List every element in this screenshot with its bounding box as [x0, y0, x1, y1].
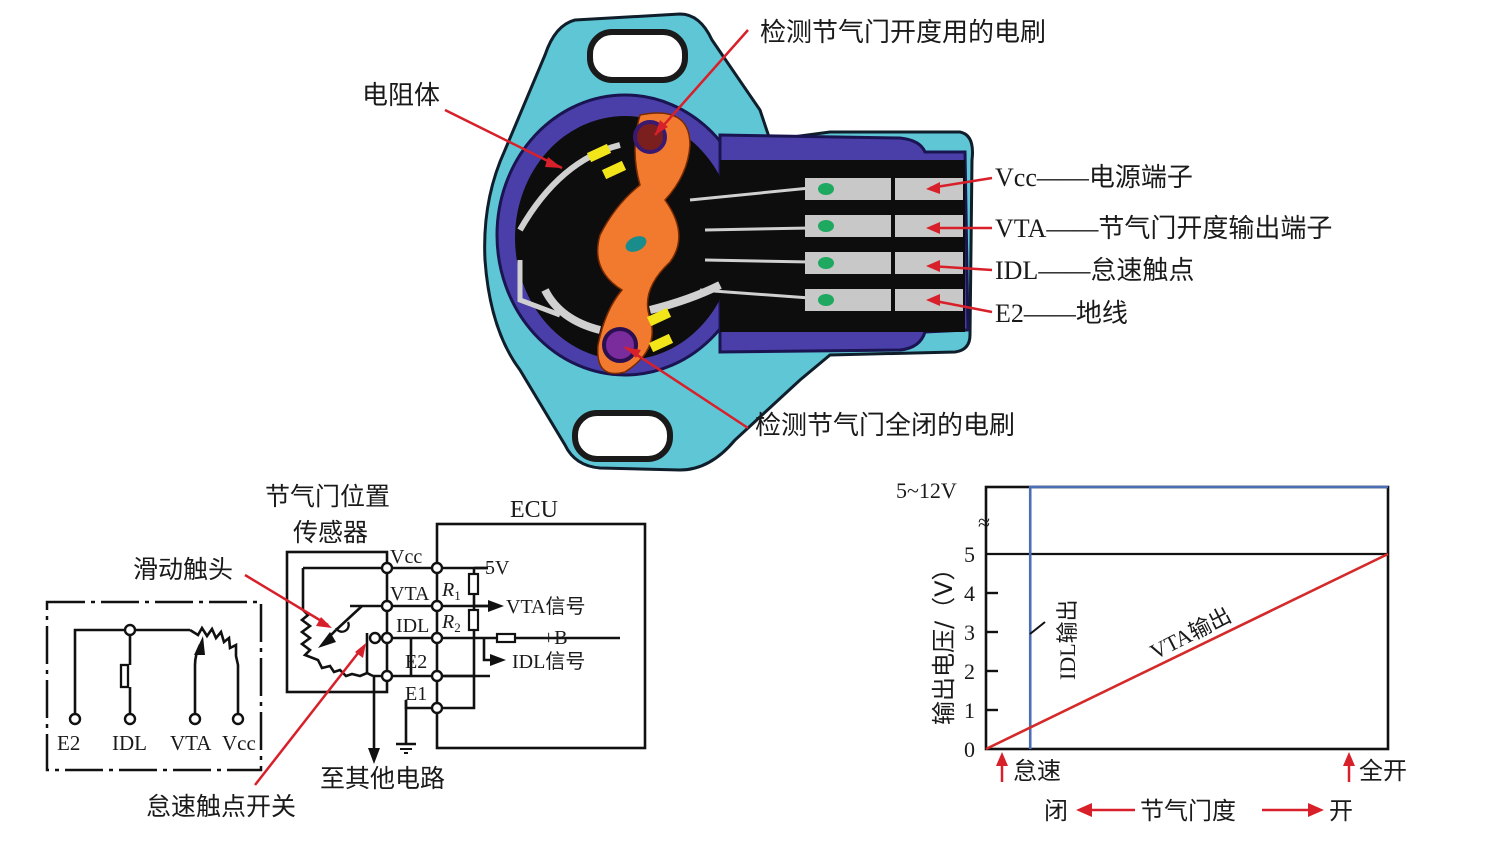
- y-tick-label: 4: [964, 581, 975, 606]
- simple-pin-label-vcc: Vcc: [222, 731, 256, 755]
- mount-hole-top: [587, 29, 688, 83]
- y-break-label: 5~12V: [896, 478, 957, 503]
- resistor-plus-b: [495, 632, 517, 644]
- sensor-resistor: [299, 568, 374, 678]
- marker-full-open-label: 全开: [1359, 757, 1407, 785]
- rotor-center: [625, 236, 647, 252]
- resistor-r1: [467, 572, 480, 596]
- idl-signal-label: IDL信号: [512, 650, 585, 673]
- sensor-title-line1: 节气门位置: [265, 482, 390, 511]
- pin-label-idl: IDL: [396, 615, 429, 637]
- slider-label: 滑动触头: [133, 555, 233, 584]
- plot-frame: [984, 485, 1390, 751]
- sensor-box: [285, 550, 389, 694]
- potentiometer-track: [189, 625, 240, 715]
- terminal-label-e2: E2——地线: [995, 299, 1128, 329]
- series-vta-line: [985, 552, 1389, 751]
- y-tick-label: 0: [964, 737, 975, 762]
- left-arrow-icon: [1076, 803, 1092, 817]
- callout-closed-brush: 检测节气门全闭的电刷: [755, 411, 1015, 441]
- marker-idle-label: 怠速: [1013, 757, 1061, 785]
- callout-resistor-body: 电阻体: [362, 81, 440, 111]
- y-tick-label: 2: [964, 659, 975, 684]
- r1-label: R1: [441, 579, 461, 603]
- simple-pin-label-vta: VTA: [170, 731, 212, 755]
- slider-arrow-icon: [318, 632, 336, 648]
- y-axis-label: 输出电压/（V）: [930, 556, 958, 725]
- pin-label-vta: VTA: [390, 583, 430, 605]
- pin-label-vcc: Vcc: [390, 546, 422, 568]
- closed-brush: [602, 327, 638, 363]
- full-open-marker-arrow-icon: [1343, 752, 1355, 766]
- vta-signal-label: VTA信号: [506, 595, 586, 618]
- plus-b-label: +B: [543, 627, 568, 649]
- pin-vta: [188, 712, 202, 726]
- pin-label-e1: E1: [405, 683, 427, 705]
- x-left-label: 闭: [1044, 797, 1068, 825]
- down-arrow-icon: [368, 748, 380, 764]
- supply-5v-label: 5V: [485, 557, 510, 579]
- x-axis-label: 节气门度: [1140, 797, 1236, 825]
- simple-schematic: E2 IDL VTA Vcc: [45, 600, 263, 772]
- pin-vcc: [231, 712, 245, 726]
- idle-marker-arrow-icon: [996, 752, 1008, 766]
- ecu-box: [435, 522, 647, 750]
- idle-switch-callout-arrow-icon: [355, 643, 366, 658]
- y-tick-label: 1: [964, 698, 975, 723]
- terminal-pads: [805, 170, 963, 320]
- terminal-label-idl: IDL——怠速触点: [995, 256, 1194, 286]
- ecu-label: ECU: [510, 497, 558, 523]
- y-tick-label: 3: [964, 620, 975, 645]
- annotation-idl: IDL输出: [1055, 599, 1080, 680]
- simple-pin-label-idl: IDL: [112, 731, 147, 755]
- y-ticks: 0 1 2 3 4 5: [964, 542, 998, 762]
- pin-e2: [68, 712, 82, 726]
- terminal-label-vta: VTA——节气门开度输出端子: [995, 214, 1332, 244]
- annotation-idl-leader: [1029, 621, 1046, 635]
- slider-callout-arrow-icon: [316, 617, 332, 628]
- ecu-schematic: 节气门位置 传感器 ECU: [133, 482, 647, 821]
- simple-pin-label-e2: E2: [57, 731, 80, 755]
- axis-break-icon: ≈: [978, 510, 990, 535]
- mount-hole-bottom: [572, 410, 673, 462]
- r2-label: R2: [441, 611, 461, 635]
- idl-signal-arrow-icon: [490, 654, 506, 666]
- callout-opening-brush: 检测节气门开度用的电刷: [760, 18, 1046, 48]
- resistor-r2: [467, 608, 480, 632]
- pin-label-e2: E2: [405, 651, 427, 673]
- pin-idl: [123, 712, 137, 726]
- series-idl-line: [1028, 485, 1388, 749]
- y-tick-label: 5: [964, 542, 975, 567]
- terminal-legend: Vcc——电源端子 VTA——节气门开度输出端子 IDL——怠速触点 E2——地…: [995, 163, 1332, 329]
- sensor-illustration: 电阻体 检测节气门开度用的电刷 检测节气门全闭的电刷 Vcc——电源端子 VTA…: [362, 12, 1332, 472]
- sensor-title-line2: 传感器: [293, 518, 368, 547]
- other-circuits-label: 至其他电路: [320, 764, 445, 793]
- x-right-label: 开: [1329, 797, 1353, 825]
- wiper-arrow-icon: [194, 636, 205, 655]
- right-arrow-icon: [1308, 803, 1324, 817]
- dashed-enclosure: [45, 600, 263, 772]
- idle-switch-label: 怠速触点开关: [146, 792, 296, 821]
- terminal-label-vcc: Vcc——电源端子: [995, 163, 1193, 193]
- callout-lines: [444, 29, 993, 430]
- vta-signal-arrow-icon: [488, 600, 504, 612]
